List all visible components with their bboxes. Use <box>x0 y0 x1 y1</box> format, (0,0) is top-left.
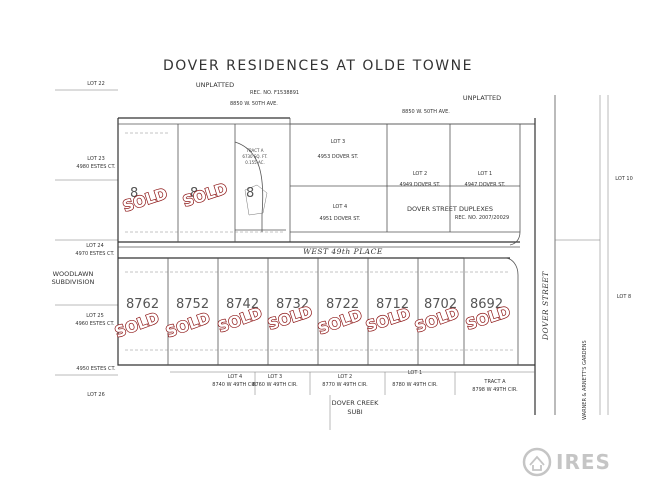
upper-lot-4: LOT 4 <box>333 204 347 210</box>
bottom-lot-2: LOT 2 <box>338 374 352 380</box>
sold-stamp-text: SOLD <box>113 309 162 342</box>
west-49th-place-label: WEST 49th PLACE <box>303 247 383 256</box>
bottom-lot-4-address: 8740 W 49TH CIR. <box>212 382 258 388</box>
top-unplatted-right: UNPLATTED <box>463 94 501 102</box>
upper-house-number-3: 8 <box>246 186 254 201</box>
top-rec-no: REC. NO. F1538891 <box>250 90 299 96</box>
left-lot-24-address: 4970 ESTES CT. <box>75 251 115 257</box>
upper-house-number-1: 8 <box>130 186 138 201</box>
tract-a-label: TRACT A <box>246 148 264 153</box>
tract-a-acres: 0.155 AC. <box>245 160 264 165</box>
sold-stamp-1: SOLD <box>120 184 170 217</box>
ires-watermark-text: IRES <box>556 450 611 474</box>
left-lot-26-address: 4950 ESTES CT. <box>76 366 116 372</box>
left-lot-25-address: 4960 ESTES CT. <box>75 321 115 327</box>
sold-stamp-4: SOLD <box>163 308 213 342</box>
tract-a-area: 6730 SQ. FT. <box>242 154 267 159</box>
upper-lot-4-address: 4951 DOVER ST. <box>320 216 361 222</box>
top-address-right: 8850 W. 50TH AVE. <box>402 109 450 115</box>
dover-street-label: DOVER STREET <box>541 271 550 341</box>
left-lot-23: LOT 23 <box>87 156 105 162</box>
house-number-8742: 8742 <box>226 297 259 312</box>
left-lot-24: LOT 24 <box>86 243 104 249</box>
left-lot-23-address: 4980 ESTES CT. <box>76 164 116 170</box>
sold-stamp-2: SOLD <box>180 179 230 212</box>
lot-8-label: LOT 8 <box>617 294 631 300</box>
upper-house-number-2: 8 <box>190 186 198 201</box>
duplexes-rec-no: REC. NO. 2007/20029 <box>455 215 509 221</box>
dover-creek-sub-label: SUBI <box>347 408 362 416</box>
bottom-lot-3: LOT 3 <box>268 374 282 380</box>
sold-stamp-text: SOLD <box>181 179 230 210</box>
upper-lot-3: LOT 3 <box>331 139 345 145</box>
bottom-tract-a-address: 8798 W 49TH CIR. <box>472 387 518 393</box>
house-number-group: 8762 8752 8742 8732 8722 8712 8702 8692 <box>126 297 503 312</box>
sold-stamp-text: SOLD <box>164 309 213 342</box>
upper-lot-3-address: 4953 DOVER ST. <box>318 154 359 160</box>
bottom-tract-a: TRACT A <box>483 379 506 385</box>
upper-lot-1-address: 4947 DOVER ST. <box>465 182 506 188</box>
bottom-lot-1-address: 8780 W 49TH CIR. <box>392 382 438 388</box>
top-unplatted-left: UNPLATTED <box>196 81 234 89</box>
sold-stamp-3: SOLD <box>112 308 162 342</box>
dover-street-duplexes-label: DOVER STREET DUPLEXES <box>407 205 493 213</box>
top-address-left: 8850 W. 50TH AVE. <box>230 101 278 107</box>
house-number-8692: 8692 <box>470 297 503 312</box>
house-number-8732: 8732 <box>276 297 309 312</box>
sold-stamp-text: SOLD <box>121 184 170 215</box>
woodlawn-label: WOODLAWN <box>53 270 94 278</box>
house-number-8722: 8722 <box>326 297 359 312</box>
upper-lot-2-address: 4949 DOVER ST. <box>400 182 441 188</box>
bottom-lot-4: LOT 4 <box>228 374 242 380</box>
ires-watermark: IRES <box>522 447 611 477</box>
house-number-8762: 8762 <box>126 297 159 312</box>
house-number-8702: 8702 <box>424 297 457 312</box>
house-number-8712: 8712 <box>376 297 409 312</box>
warner-arnett-gardens-label: WARNER & ARNETT'S GARDENS <box>582 340 588 420</box>
upper-lot-2: LOT 2 <box>413 171 427 177</box>
ires-logo-icon <box>522 447 552 477</box>
lot-10-label: LOT 10 <box>615 176 633 182</box>
bottom-lot-2-address: 8770 W 49TH CIR. <box>322 382 368 388</box>
left-lot-25: LOT 25 <box>86 313 104 319</box>
bottom-lot-3-address: 8760 W 49TH CIR. <box>252 382 298 388</box>
left-lot-22: LOT 22 <box>87 81 105 87</box>
dover-creek-label: DOVER CREEK <box>332 399 379 407</box>
bottom-lot-1: LOT 1 <box>408 370 422 376</box>
woodlawn-label-2: SUBDIVISION <box>52 278 95 286</box>
house-number-8752: 8752 <box>176 297 209 312</box>
left-lot-26: LOT 26 <box>87 392 105 398</box>
upper-lot-1: LOT 1 <box>478 171 492 177</box>
plat-title: DOVER RESIDENCES AT OLDE TOWNE <box>163 58 473 74</box>
